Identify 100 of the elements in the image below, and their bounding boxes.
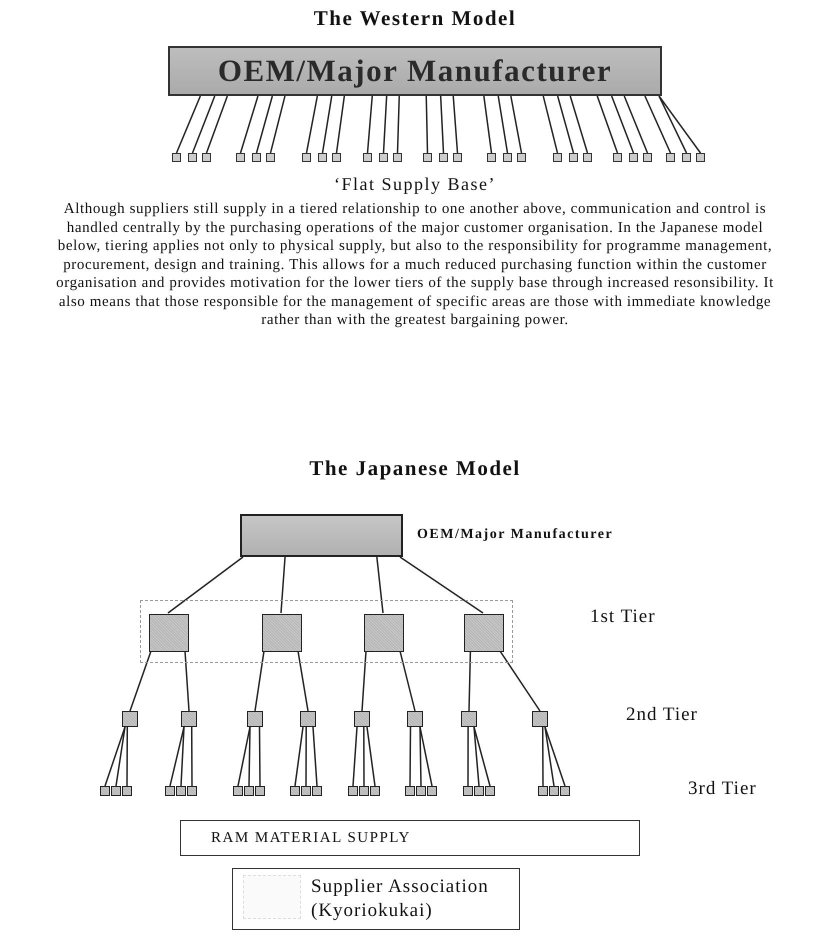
- connector-line: [624, 96, 648, 154]
- supplier-square: [560, 786, 570, 796]
- supplier-square: [485, 786, 495, 796]
- supplier-square: [122, 711, 138, 727]
- connector-line: [352, 726, 358, 786]
- supplier-square: [301, 786, 311, 796]
- connector-line: [312, 726, 318, 786]
- tier-label: 1st Tier: [590, 606, 657, 628]
- manufacturer-box: [168, 46, 662, 96]
- supplier-square: [233, 786, 243, 796]
- supplier-square: [181, 711, 197, 727]
- supplier-square: [172, 153, 181, 162]
- connector-line: [115, 726, 126, 786]
- connector-line: [248, 726, 251, 786]
- box-label: RAM MATERIAL SUPPLY: [211, 830, 411, 846]
- supplier-square: [553, 153, 562, 162]
- supplier-square: [122, 786, 132, 796]
- connector-line: [544, 726, 555, 786]
- supplier-square: [363, 153, 372, 162]
- supplier-box: [262, 614, 302, 652]
- supplier-square: [405, 786, 415, 796]
- supplier-square: [266, 153, 275, 162]
- supplier-square: [370, 786, 380, 796]
- box-label: OEM/Major Manufacturer: [218, 53, 612, 89]
- connector-line: [190, 727, 193, 786]
- supplier-square: [427, 786, 437, 796]
- supplier-square: [393, 153, 402, 162]
- connector-line: [510, 96, 522, 154]
- supplier-square: [165, 786, 175, 796]
- connector-line: [297, 650, 309, 712]
- supplier-square: [247, 711, 263, 727]
- connector-line: [382, 96, 388, 154]
- connector-line: [129, 650, 152, 712]
- supplier-square: [332, 153, 341, 162]
- connector-line: [280, 556, 286, 614]
- connector-line: [396, 96, 400, 154]
- connector-line: [473, 726, 480, 786]
- connector-line: [322, 96, 332, 154]
- connector-line: [499, 650, 541, 712]
- connector-line: [467, 727, 469, 786]
- supplier-square: [666, 153, 675, 162]
- supplier-square: [176, 786, 186, 796]
- node-caption: OEM/Major Manufacturer: [417, 526, 614, 542]
- supplier-square: [290, 786, 300, 796]
- connector-line: [169, 726, 185, 786]
- connector-line: [544, 726, 566, 786]
- supplier-box: [149, 614, 189, 652]
- supplier-square: [439, 153, 448, 162]
- supplier-box: [364, 614, 404, 652]
- connector-line: [570, 96, 588, 154]
- connector-line: [610, 96, 634, 154]
- supplier-square: [302, 153, 311, 162]
- supplier-square: [682, 153, 691, 162]
- supplier-square: [111, 786, 121, 796]
- supplier-square: [538, 786, 548, 796]
- connector-line: [452, 96, 458, 154]
- connector-line: [440, 96, 444, 154]
- subtitle: ‘Flat Supply Base’: [333, 174, 497, 195]
- connector-line: [363, 727, 365, 786]
- supplier-square: [236, 153, 245, 162]
- manufacturer-box: [240, 514, 403, 557]
- connector-line: [305, 727, 307, 786]
- connector-line: [468, 650, 472, 712]
- section-heading: The Japanese Model: [308, 456, 522, 481]
- connector-line: [184, 650, 190, 712]
- connector-line: [258, 727, 261, 786]
- supplier-square: [517, 153, 526, 162]
- connector-line: [176, 96, 202, 154]
- supplier-square: [461, 711, 477, 727]
- connector-line: [419, 726, 433, 786]
- connector-line: [483, 96, 492, 154]
- section-heading: The Western Model: [312, 6, 518, 31]
- connector-line: [426, 96, 428, 154]
- connector-line: [104, 726, 126, 786]
- supplier-square: [100, 786, 110, 796]
- supplier-square: [549, 786, 559, 796]
- connector-line: [658, 96, 688, 154]
- supplier-square: [244, 786, 254, 796]
- connector-line: [240, 96, 259, 154]
- connector-line: [556, 96, 574, 154]
- connector-line: [168, 556, 244, 614]
- connector-line: [294, 726, 304, 786]
- supplier-square: [252, 153, 261, 162]
- tier-label: 2nd Tier: [626, 704, 699, 726]
- connector-line: [498, 96, 508, 154]
- connector-line: [473, 726, 491, 786]
- supplier-square: [312, 786, 322, 796]
- supplier-square: [569, 153, 578, 162]
- material-supply-bar: [180, 820, 640, 856]
- supplier-square: [300, 711, 316, 727]
- supplier-square: [423, 153, 432, 162]
- connector-line: [306, 96, 318, 154]
- connector-line: [400, 556, 484, 614]
- connector-line: [256, 96, 274, 154]
- supplier-box: [464, 614, 504, 652]
- supplier-square: [613, 153, 622, 162]
- connector-line: [254, 650, 265, 712]
- connector-line: [126, 727, 128, 786]
- connector-line: [206, 96, 228, 154]
- connector-line: [419, 726, 422, 786]
